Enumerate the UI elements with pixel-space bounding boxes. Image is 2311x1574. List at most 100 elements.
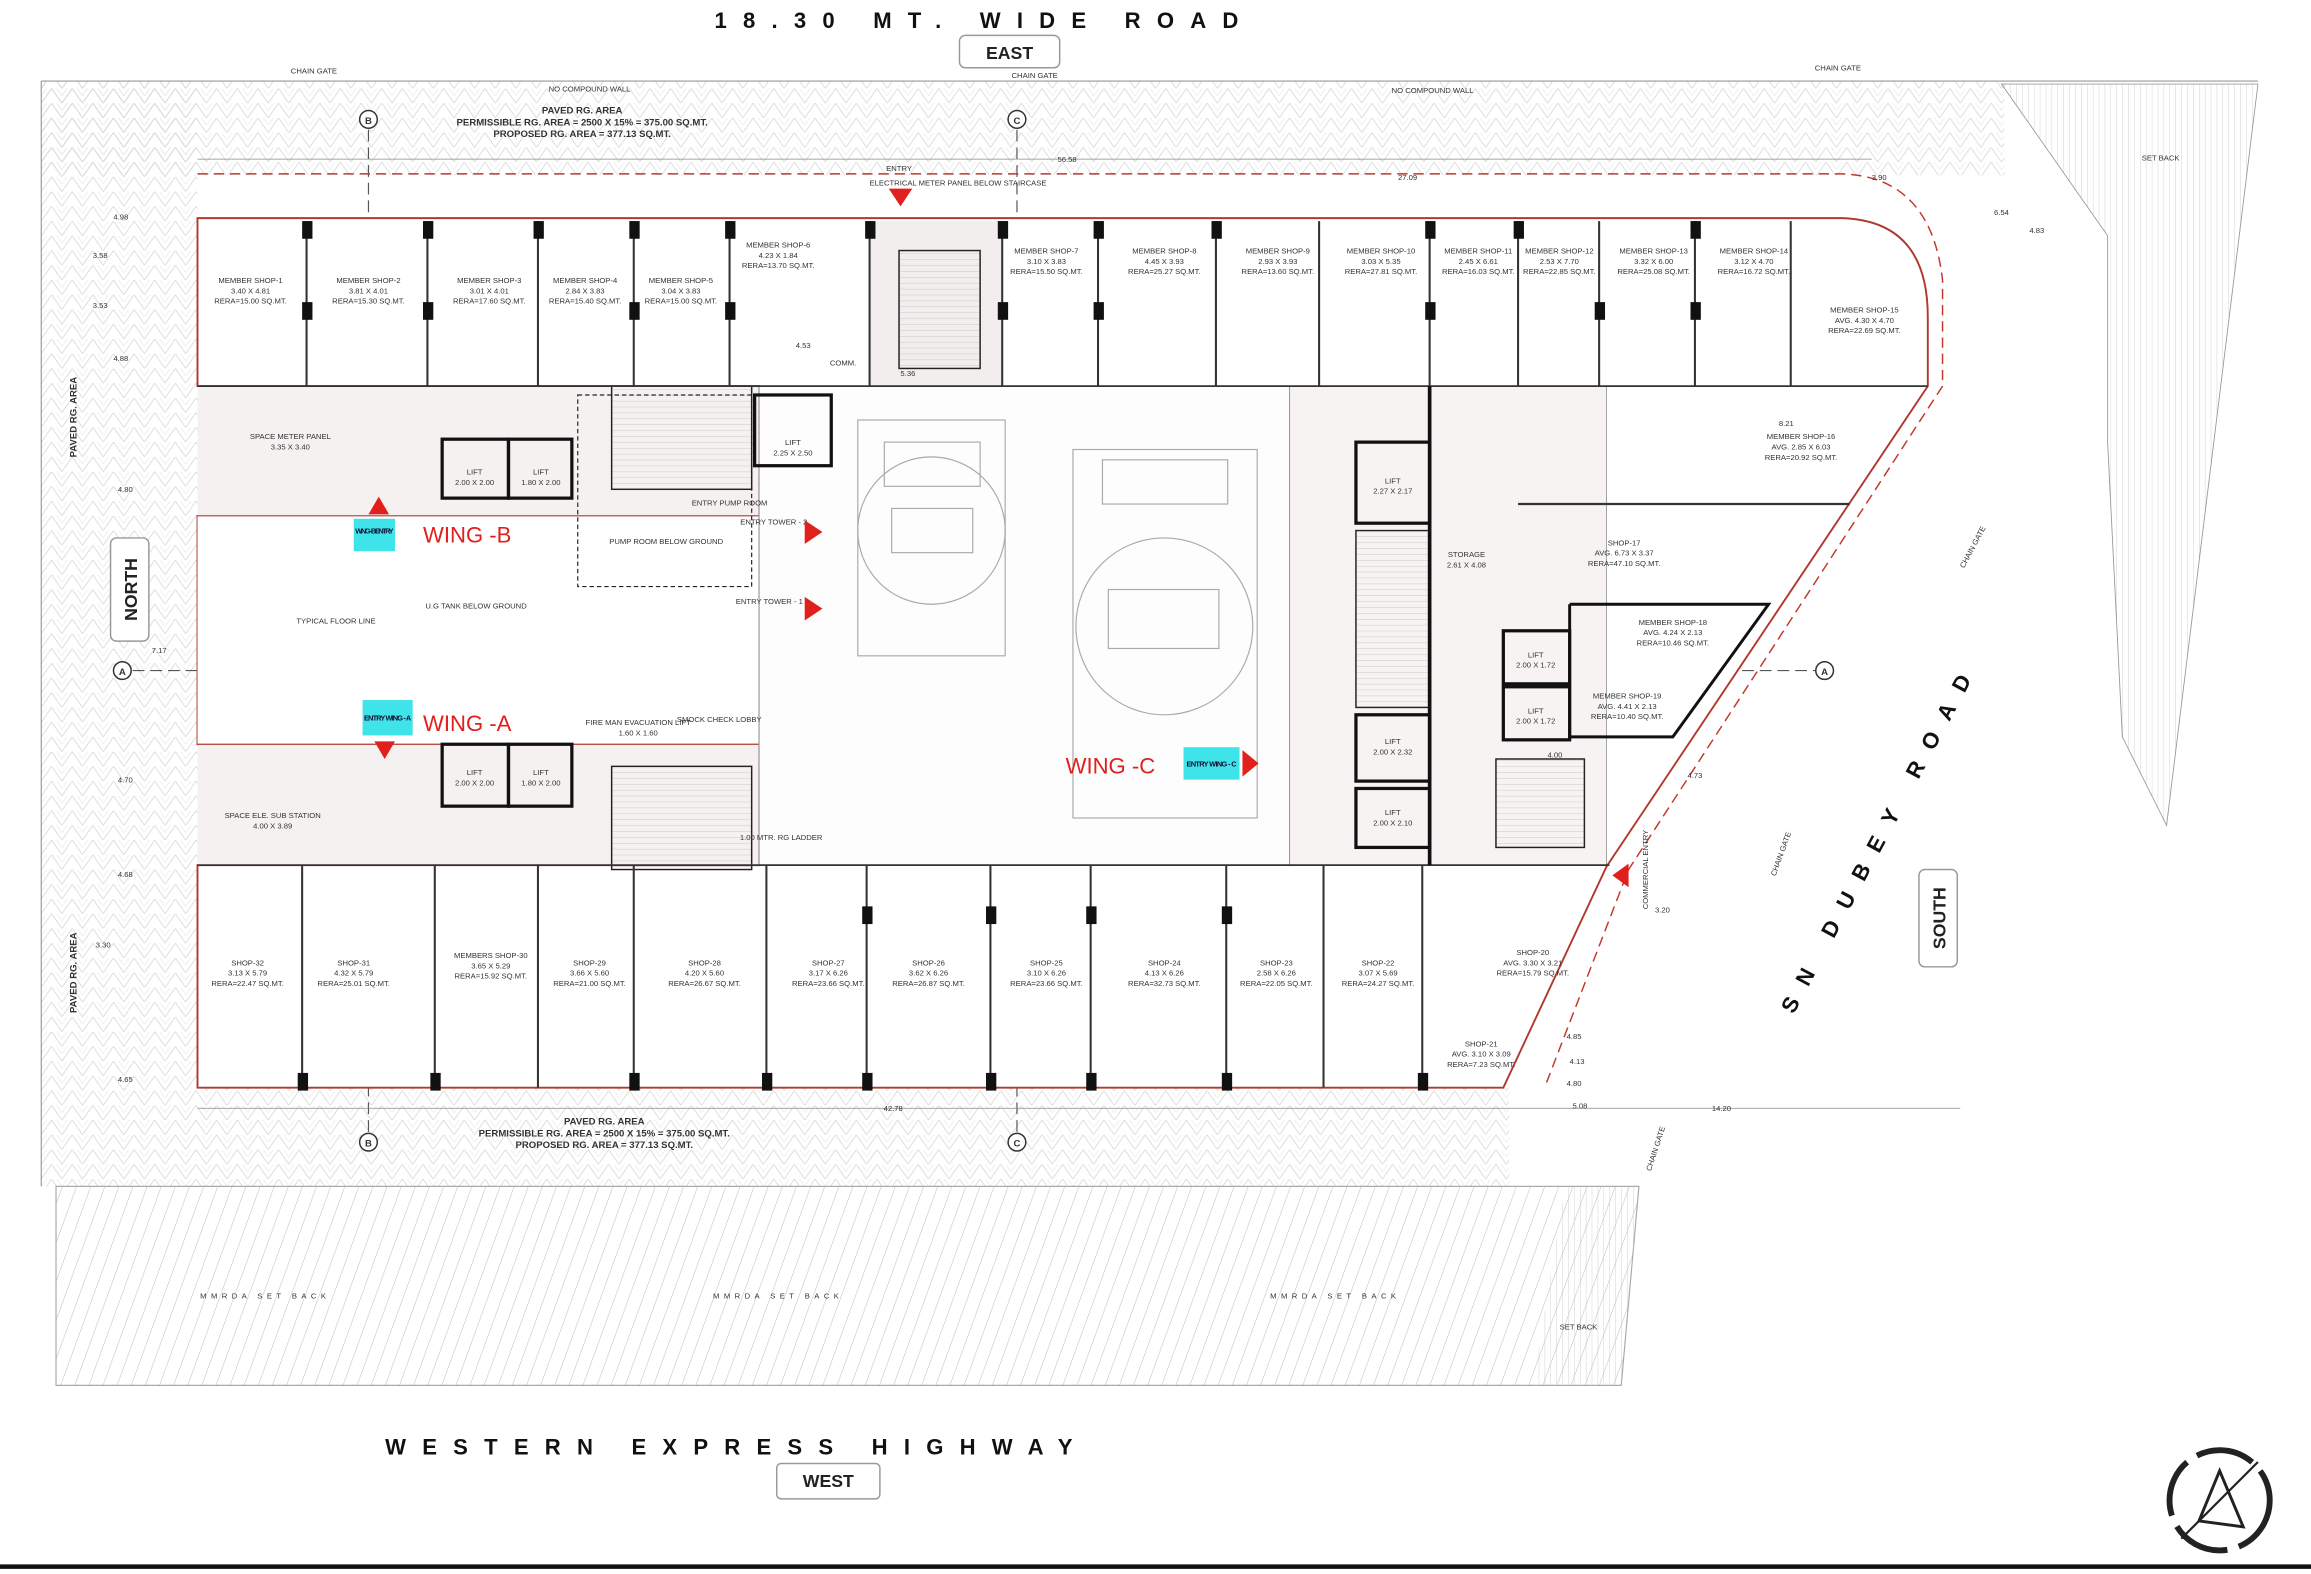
- room-size: 2.00 X 1.72: [1516, 717, 1555, 726]
- column: [865, 221, 876, 239]
- shop-rera-area: RERA=16.72 SQ.MT.: [1718, 267, 1791, 276]
- room-size: 2.00 X 2.00: [455, 478, 494, 487]
- column: [986, 906, 997, 925]
- column: [997, 221, 1009, 239]
- shop-rera-area: RERA=23.66 SQ.MT.: [792, 979, 865, 988]
- column: [629, 302, 640, 320]
- chain-gate-label: CHAIN GATE: [1644, 1125, 1667, 1172]
- column: [1086, 906, 1097, 925]
- shop-size: AVG. 6.73 X 3.37: [1595, 549, 1654, 558]
- shop-size: AVG. 3.30 X 3.21: [1503, 958, 1562, 967]
- wing-a-label: WING -A: [423, 711, 512, 736]
- commercial-entry-label: COMMERCIAL ENTRY: [1641, 830, 1650, 910]
- shop-size: 4.20 X 5.60: [685, 969, 724, 978]
- west-badge: [775, 1462, 881, 1500]
- shop-size: 3.65 X 5.29: [471, 961, 510, 970]
- shop-18-19-walls: [1568, 602, 1772, 739]
- dimension-label: 4.83: [2029, 226, 2044, 235]
- central-parking: [758, 385, 1291, 866]
- shop-name: MEMBER SHOP-15: [1830, 305, 1899, 314]
- pump-room-outline: [577, 394, 753, 588]
- shop-rera-area: RERA=22.05 SQ.MT.: [1240, 979, 1313, 988]
- room-size: 2.61 X 4.08: [1447, 560, 1486, 569]
- room-size: 2.00 X 2.00: [455, 779, 494, 788]
- comm-label: COMM.: [830, 358, 856, 367]
- room-name: LIFT: [467, 468, 483, 477]
- dimension-label: 3.30: [96, 941, 111, 950]
- no-compound-wall-label: NO COMPOUND WALL: [549, 84, 631, 93]
- room-size: 4.00 X 3.89: [253, 821, 292, 830]
- shop-rera-area: RERA=25.01 SQ.MT.: [317, 979, 390, 988]
- dimension-label: 4.88: [113, 354, 128, 363]
- shop-name: SHOP-32: [231, 958, 264, 967]
- shop-name: SHOP-27: [812, 958, 845, 967]
- column: [1093, 221, 1104, 239]
- grid-mark-label: B: [365, 1139, 372, 1150]
- room-name: LIFT: [1528, 650, 1544, 659]
- dimension-label: 5.36: [900, 369, 915, 378]
- column: [430, 1072, 441, 1091]
- shop-size: 3.32 X 6.00: [1634, 257, 1673, 266]
- shop-name: MEMBER SHOP-19: [1593, 692, 1662, 701]
- entry-tower-1-label: ENTRY TOWER - 1: [736, 597, 803, 606]
- shop-size: 3.10 X 6.26: [1027, 969, 1066, 978]
- proposed-rg-area: PROPOSED RG. AREA = 377.13 SQ.MT.: [515, 1140, 693, 1151]
- shop-rera-area: RERA=15.00 SQ.MT.: [214, 297, 287, 306]
- shop-size: 4.32 X 5.79: [334, 969, 373, 978]
- wing-b-entry-badge[interactable]: [353, 518, 395, 552]
- shop-size: AVG. 4.24 X 2.13: [1643, 628, 1702, 637]
- column: [725, 221, 736, 239]
- dimension-label: 4.85: [1567, 1032, 1582, 1041]
- column: [302, 302, 313, 320]
- room-name: 1.00 MTR. RG LADDER: [740, 833, 823, 842]
- entry-tower-2-label: ENTRY TOWER - 2: [740, 518, 807, 527]
- shop-name: MEMBER SHOP-9: [1246, 246, 1310, 255]
- shop-size: 3.81 X 4.01: [349, 286, 388, 295]
- shop-size: 3.40 X 4.81: [231, 286, 270, 295]
- shop-name: SHOP-20: [1516, 948, 1549, 957]
- partition-walls: [197, 158, 1961, 1109]
- wing-c-label: WING -C: [1066, 754, 1156, 779]
- room-name: FIRE MAN EVACUATION LIFT: [586, 718, 692, 727]
- column: [297, 1072, 309, 1091]
- room-name: SMOCK CHECK LOBBY: [677, 715, 762, 724]
- permissible-rg-area: PERMISSIBLE RG. AREA = 2500 X 15% = 375.…: [479, 1128, 730, 1139]
- shop-rera-area: RERA=25.08 SQ.MT.: [1617, 267, 1690, 276]
- shop-size: 3.62 X 6.26: [909, 969, 948, 978]
- dimension-label: 4.53: [796, 341, 811, 350]
- grid-mark: [358, 1132, 379, 1152]
- wing-a-entry-badge[interactable]: [362, 700, 413, 736]
- room-name: LIFT: [1528, 706, 1544, 715]
- shop-name: SHOP-24: [1148, 958, 1182, 967]
- shop-size: AVG. 3.10 X 3.09: [1452, 1050, 1511, 1059]
- shop-size: 2.93 X 3.93: [1258, 257, 1297, 266]
- shop-size: 4.13 X 6.26: [1145, 969, 1184, 978]
- entry-arrow-icon: [368, 496, 390, 515]
- chain-gate-label: CHAIN GATE: [1815, 64, 1861, 73]
- east-label: EAST: [986, 43, 1033, 63]
- east-badge: [958, 34, 1061, 69]
- dimension-label: 3.90: [1872, 173, 1887, 182]
- dimension-label: 3.20: [1655, 905, 1670, 914]
- shop-name: MEMBER SHOP-5: [649, 276, 713, 285]
- shop-name: SHOP-21: [1465, 1039, 1498, 1048]
- shop-rera-area: RERA=13.70 SQ.MT.: [742, 261, 815, 270]
- column: [1690, 221, 1701, 239]
- paved-rg-title: PAVED RG. AREA: [564, 1116, 645, 1127]
- grid-mark: [112, 660, 132, 681]
- shop-size: 2.53 X 7.70: [1540, 257, 1579, 266]
- wing-c-entry-badge[interactable]: [1183, 747, 1240, 780]
- north-label: NORTH: [121, 558, 141, 621]
- room-name: LIFT: [533, 768, 549, 777]
- shop-size: 2.58 X 6.26: [1257, 969, 1296, 978]
- shop-name: SHOP-17: [1608, 538, 1641, 547]
- column: [997, 302, 1009, 320]
- column: [1086, 1072, 1097, 1091]
- dimension-label: 3.58: [93, 251, 108, 260]
- dimension-label: 8.21: [1779, 419, 1794, 428]
- shop-rera-area: RERA=26.67 SQ.MT.: [668, 979, 741, 988]
- shop-rera-area: RERA=15.50 SQ.MT.: [1010, 267, 1083, 276]
- chain-gate-label: CHAIN GATE: [1958, 525, 1988, 570]
- set-back-label: SET BACK: [1560, 1322, 1599, 1331]
